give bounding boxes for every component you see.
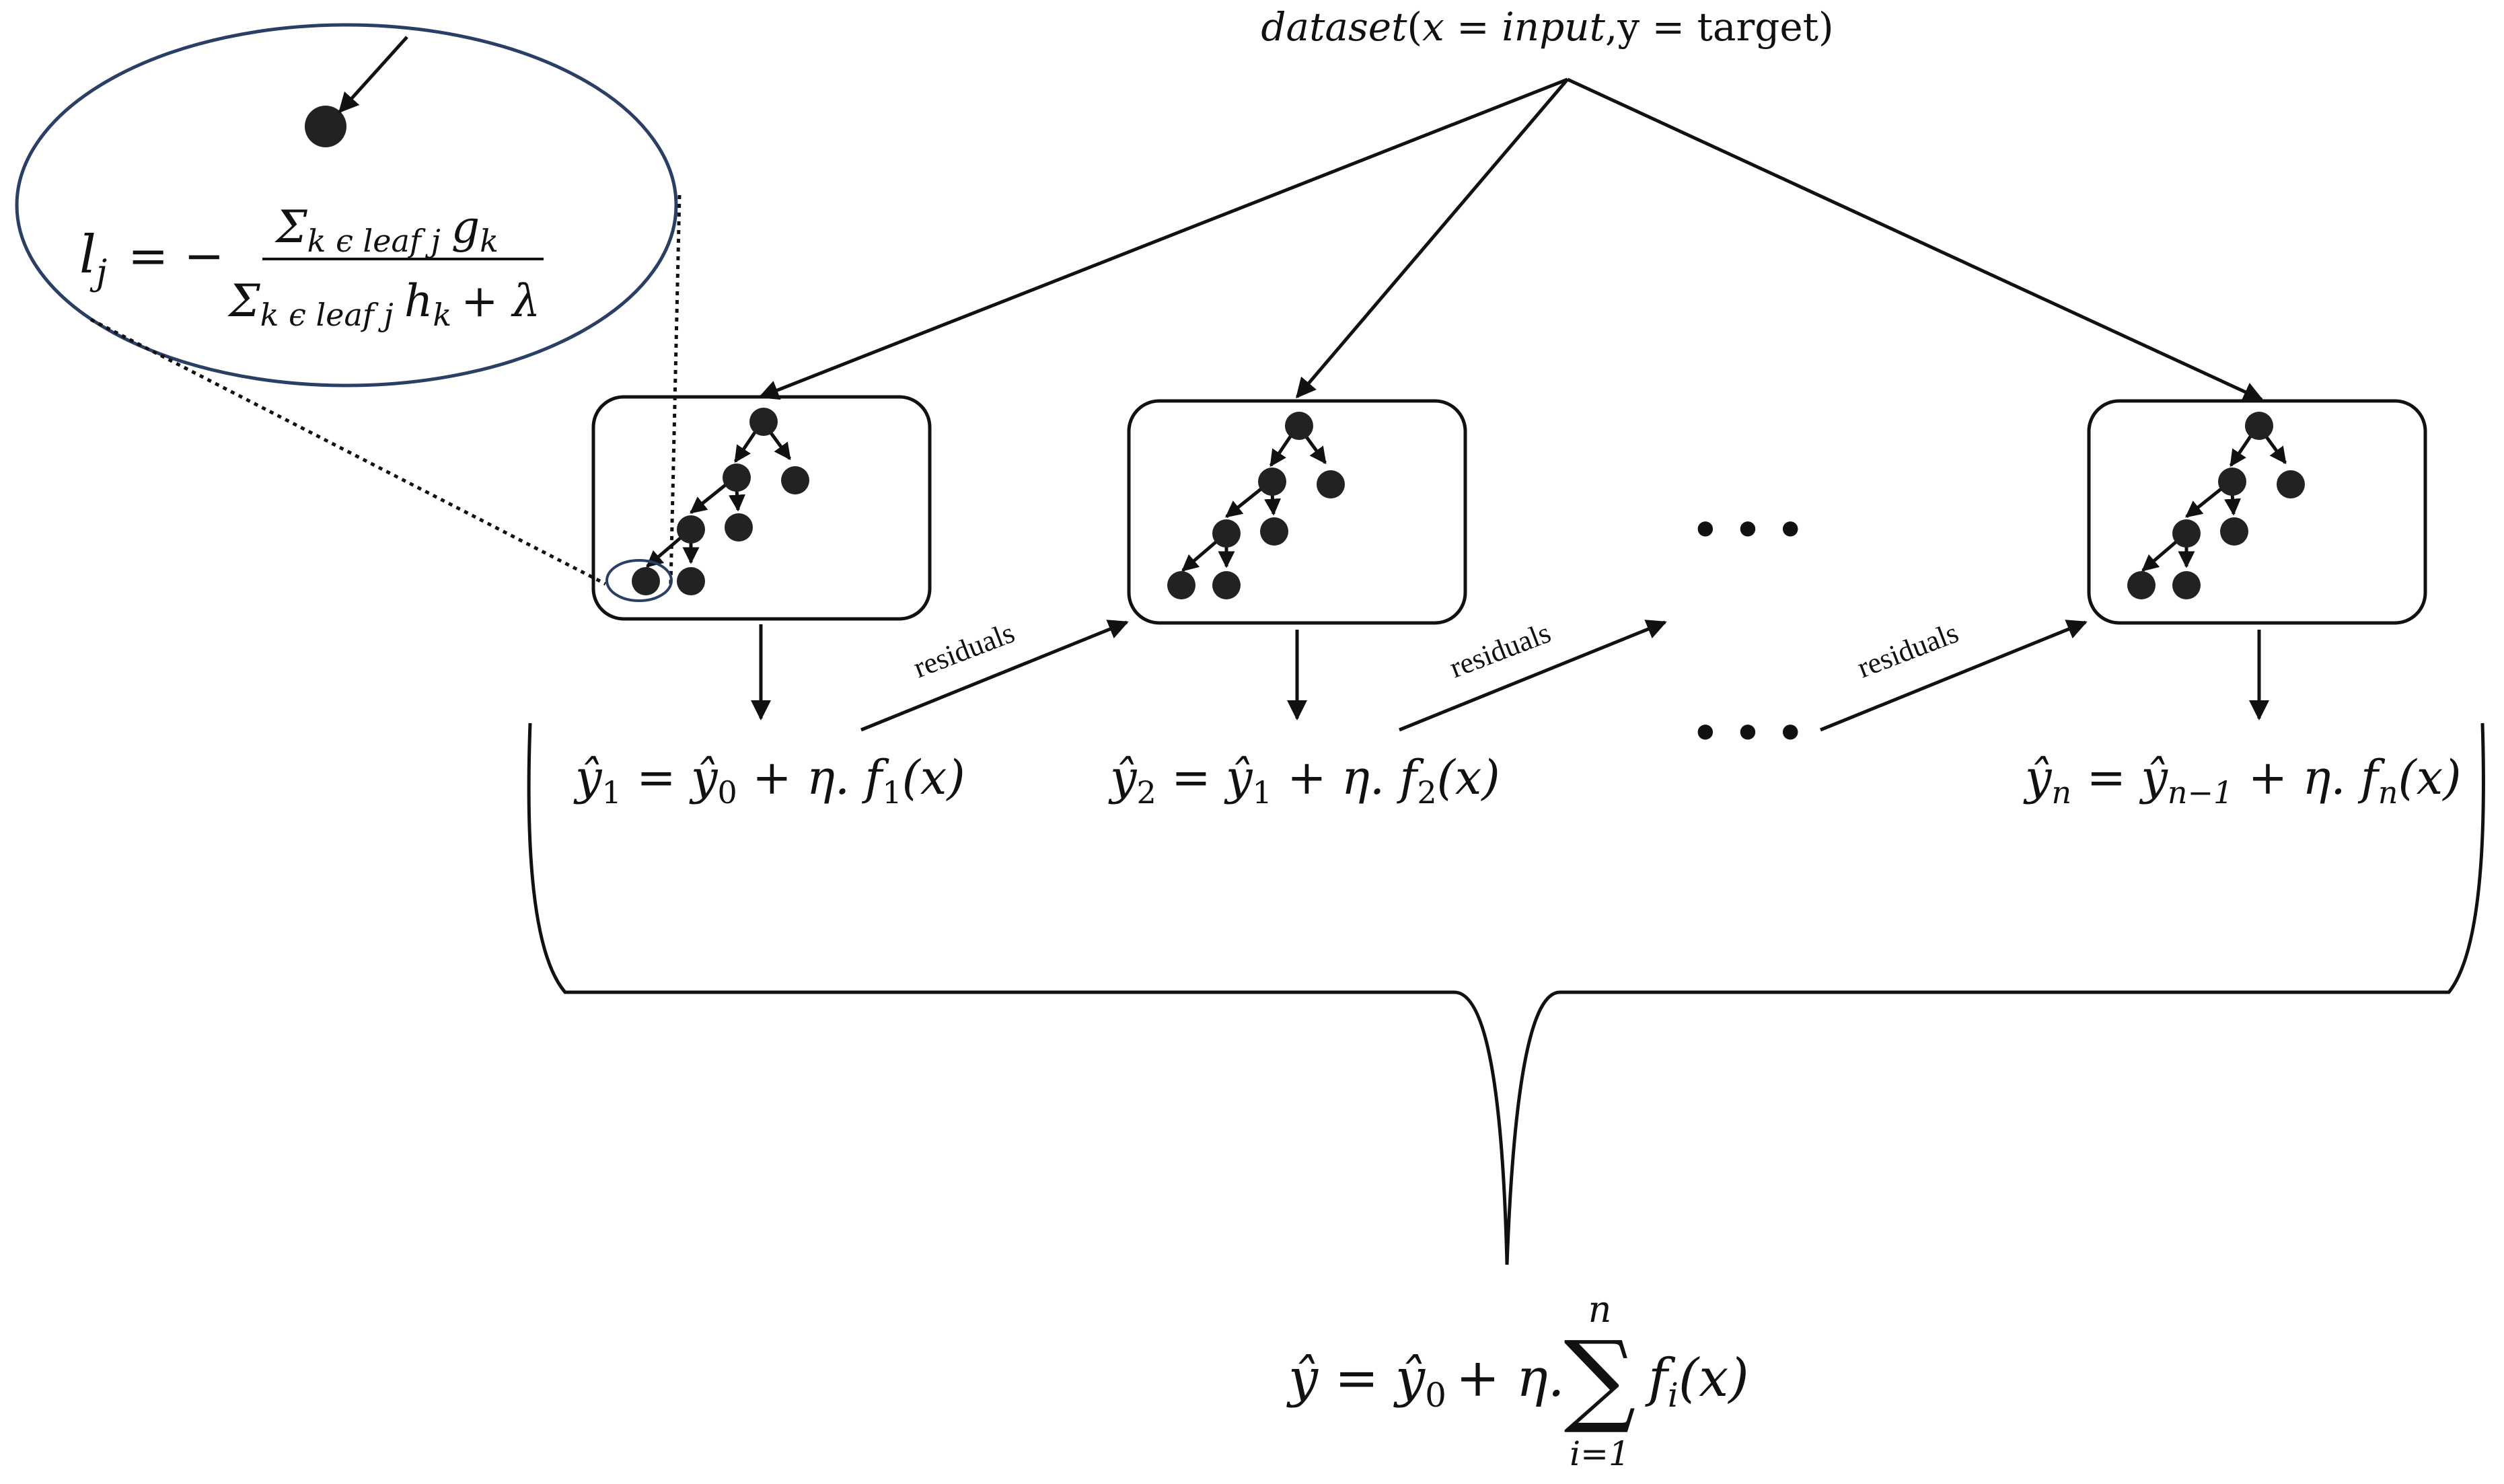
final-formula-upper-limit: n [1588,1288,1612,1331]
zoomed-leaf-marker [605,559,673,602]
dataset-label: dataset(x = input,y = target) [1261,4,1833,50]
leaf-formula-lhs: lj [79,225,107,293]
tree-output-arrows [751,624,2269,720]
tree-box-frame [2087,399,2427,625]
zoomed-leaf-arrow [338,36,408,114]
residual-arrow-1 [860,620,1129,732]
tree-ellipsis: • • • [1691,505,1804,556]
zoom-connector-upper [669,194,682,585]
final-prediction-formula: ŷ = ŷ0+ η. n ∑ i=1 fi(x) [1286,1288,1749,1473]
zoomed-leaf-node [305,106,346,147]
final-formula-lower-limit: i=1 [1570,1434,1630,1473]
dataset-to-tree-1-arrow [758,77,1568,400]
summation-brace [527,722,2485,1265]
residuals-label-3: residuals [1853,616,1963,685]
final-formula-sigma: ∑ [1563,1320,1635,1437]
prediction-formula-n: ŷn = ŷn−1 + η. fn(x) [2023,750,2462,811]
final-formula-term: fi(x) [1645,1348,1749,1415]
dataset-to-tree-2-arrow [1296,78,1569,399]
tree-box-frame [591,395,932,621]
residual-arrow-3 [1820,620,2088,732]
final-formula-lhs: ŷ = ŷ0+ η. [1286,1348,1565,1415]
prediction-ellipsis: • • • [1691,708,1804,759]
prediction-formula-1: ŷ1 = ŷ0 + η. f1(x) [573,750,965,811]
dataset-arrows [758,77,2264,402]
leaf-formula-equals: = − [128,227,225,284]
tree-box-frame [1127,399,1467,625]
residual-arrow-2 [1399,620,1667,732]
zoom-ellipse [15,23,678,387]
dataset-to-tree-n-arrow [1566,77,2264,402]
prediction-formula-2: ŷ2 = ŷ1 + η. f2(x) [1108,750,1500,811]
zoom-connector-lower [89,318,607,586]
tree-box-2 [1127,399,1467,625]
tree-box-n [2087,399,2427,625]
tree-box-1 [591,395,932,621]
residual-arrows [860,620,2088,732]
